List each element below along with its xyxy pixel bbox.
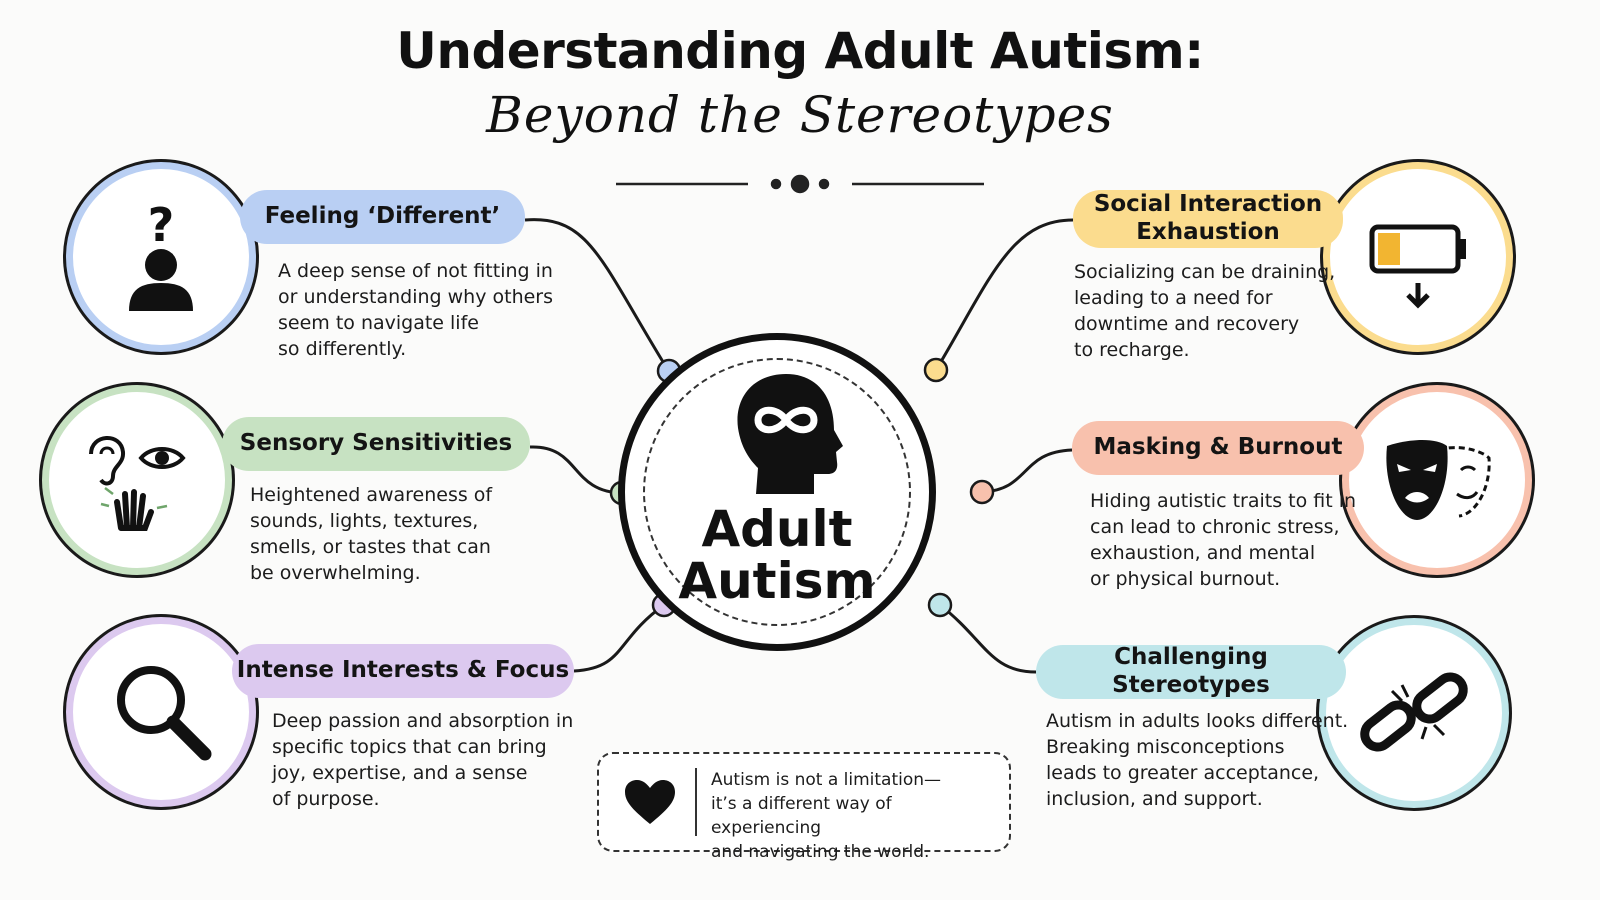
title-divider bbox=[616, 174, 984, 194]
topic-title-masking: Masking & Burnout bbox=[1072, 421, 1364, 475]
topic-title-feeling-different: Feeling ‘Different’ bbox=[240, 190, 525, 244]
connector-social bbox=[934, 218, 1074, 371]
topic-title-interests: Intense Interests & Focus bbox=[232, 644, 574, 698]
connector-sensory bbox=[529, 445, 623, 495]
heart-icon bbox=[625, 780, 675, 824]
magnifying-glass-icon bbox=[117, 666, 212, 761]
note-box: Autism is not a limitation—it’s a differ… bbox=[597, 752, 1011, 862]
person-question-icon: ? bbox=[129, 198, 193, 311]
head-infinity-icon bbox=[737, 374, 843, 494]
node-social bbox=[923, 357, 949, 383]
icon-circle-stereotypes bbox=[1319, 618, 1509, 808]
note-text: Autism is not a limitation—it’s a differ… bbox=[711, 770, 942, 862]
node-stereotypes bbox=[927, 592, 953, 618]
icon-circle-sensory bbox=[42, 385, 232, 575]
node-masking bbox=[969, 479, 995, 505]
svg-text:?: ? bbox=[148, 198, 175, 252]
topic-title-stereotypes: Challenging Stereotypes bbox=[1036, 644, 1346, 699]
icon-circle-interests bbox=[66, 617, 256, 807]
connector-masking bbox=[981, 448, 1073, 494]
ear-eye-hand-icon bbox=[89, 436, 186, 531]
connector-interests bbox=[573, 603, 665, 673]
broken-chain-icon bbox=[1360, 672, 1468, 752]
icon-circle-feeling-different: ? bbox=[66, 162, 256, 352]
connector-stereotypes bbox=[939, 603, 1037, 674]
topic-desc-social: Socializing can be draining,leading to a… bbox=[1074, 261, 1336, 361]
page-subtitle: Beyond the Stereotypes bbox=[486, 86, 1114, 144]
icon-circle-social bbox=[1323, 162, 1513, 352]
page-title: Understanding Adult Autism: bbox=[396, 22, 1204, 80]
topic-title-sensory: Sensory Sensitivities bbox=[222, 417, 530, 471]
connector-feeling-different bbox=[524, 218, 670, 371]
low-battery-icon bbox=[1369, 224, 1466, 309]
theater-masks-icon bbox=[1386, 440, 1491, 520]
icon-circle-masking bbox=[1342, 385, 1532, 575]
topic-desc-stereotypes: Autism in adults looks different.Breakin… bbox=[1046, 710, 1349, 810]
